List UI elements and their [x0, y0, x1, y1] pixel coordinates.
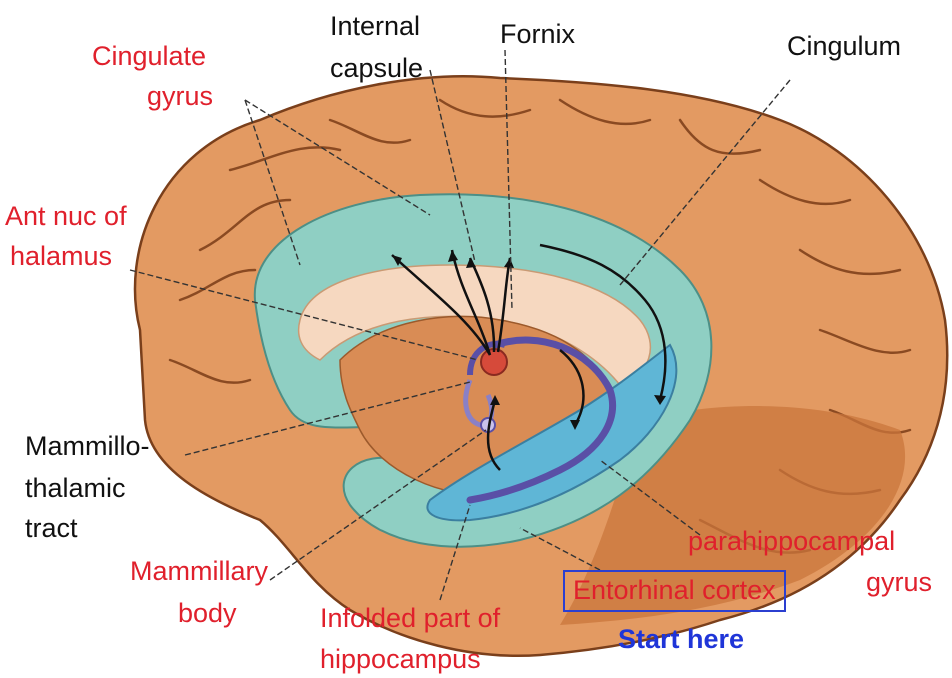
label-ant-nuc-thalamus-line1: Ant nuc of [5, 200, 127, 232]
label-infolded-hippocampus-line1: Infolded part of [320, 602, 500, 634]
label-cingulate-gyrus-line2: gyrus [147, 80, 213, 112]
anterior-nucleus [481, 349, 507, 375]
label-entorhinal-cortex: Entorhinal cortex [563, 570, 786, 612]
label-infolded-hippocampus-line2: hippocampus [320, 643, 481, 675]
label-fornix: Fornix [500, 18, 575, 50]
label-mammillothalamic-line1: Mammillo- [25, 430, 150, 462]
label-mammillothalamic-line2: thalamic [25, 472, 126, 504]
label-start-here: Start here [618, 623, 744, 655]
label-parahippocampal-gyrus-line2: gyrus [866, 566, 932, 598]
label-mammillary-body-line2: body [178, 597, 237, 629]
label-cingulate-gyrus-line1: Cingulate [92, 40, 206, 72]
label-cingulum: Cingulum [787, 30, 901, 62]
label-parahippocampal-gyrus-line1: parahippocampal [688, 525, 895, 557]
label-internal-capsule-line1: Internal [330, 10, 420, 42]
label-ant-nuc-thalamus-line2: halamus [10, 240, 112, 272]
label-internal-capsule-line2: capsule [330, 52, 423, 84]
label-mammillary-body-line1: Mammillary [130, 555, 268, 587]
label-mammillothalamic-line3: tract [25, 512, 78, 544]
